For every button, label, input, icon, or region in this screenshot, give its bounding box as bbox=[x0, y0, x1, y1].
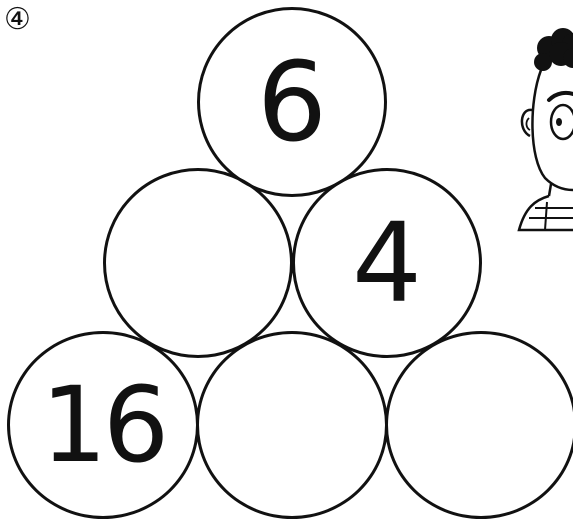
pyramid-circle-bottom-left: 16 bbox=[7, 331, 199, 519]
pyramid-value-middle-right: 4 bbox=[352, 208, 422, 318]
pyramid-circle-bottom-middle[interactable] bbox=[196, 331, 388, 519]
pyramid-value-bottom-left: 16 bbox=[41, 373, 165, 477]
pyramid-circle-top: 6 bbox=[197, 7, 387, 197]
pyramid-value-top: 6 bbox=[257, 47, 327, 157]
boy-face-icon bbox=[505, 18, 573, 243]
pyramid-circle-middle-right: 4 bbox=[292, 168, 482, 358]
pyramid-circle-middle-left[interactable] bbox=[103, 168, 293, 358]
problem-number: ④ bbox=[4, 3, 31, 37]
pyramid-circle-bottom-right[interactable] bbox=[385, 331, 573, 519]
